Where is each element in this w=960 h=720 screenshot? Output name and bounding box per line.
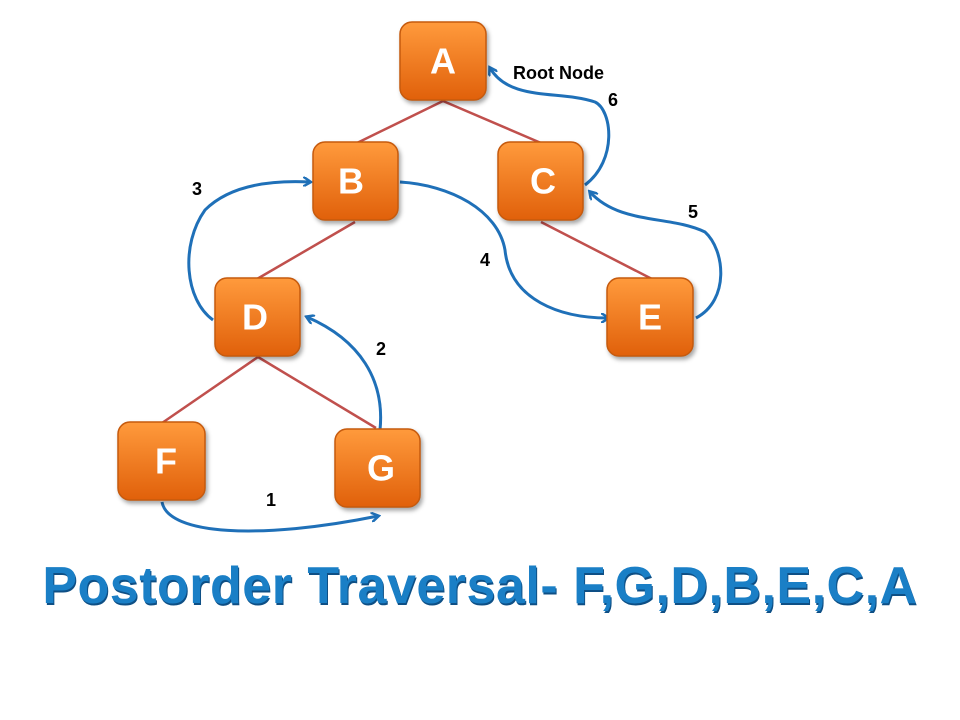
node-g-label: G — [367, 448, 395, 489]
node-a-label: A — [430, 41, 456, 82]
step-label-5: 5 — [688, 202, 698, 222]
step-label-6: 6 — [608, 90, 618, 110]
node-c: C — [497, 141, 584, 221]
arrow-step-2 — [307, 317, 383, 431]
edge-a-c — [442, 99, 542, 145]
edge-a-b — [356, 99, 444, 145]
arrow-step-6 — [490, 68, 611, 187]
node-e: E — [606, 277, 694, 357]
node-b-label: B — [338, 161, 364, 202]
node-e-label: E — [638, 297, 662, 338]
step-labels: 1 2 3 4 5 6 — [192, 90, 698, 510]
edge-b-d — [256, 220, 356, 281]
edge-d-f — [161, 355, 259, 425]
node-f: F — [117, 421, 206, 501]
tree-edges — [161, 99, 653, 430]
arrow-step-3 — [187, 182, 310, 322]
arrow-step-4 — [399, 180, 608, 318]
arrow-step-5 — [590, 192, 723, 320]
step-label-2: 2 — [376, 339, 386, 359]
step-label-1: 1 — [266, 490, 276, 510]
node-d: D — [214, 277, 301, 357]
edge-c-e — [540, 220, 653, 281]
node-a: A — [399, 21, 487, 101]
traversal-arrows — [160, 68, 723, 533]
node-b: B — [312, 141, 399, 221]
tree-nodes: A B C D E F G — [117, 21, 694, 508]
edge-d-g — [257, 355, 377, 430]
node-g: G — [334, 428, 421, 508]
step-label-3: 3 — [192, 179, 202, 199]
node-d-label: D — [242, 297, 268, 338]
node-f-label: F — [155, 441, 177, 482]
arrow-step-1 — [160, 501, 378, 533]
step-label-4: 4 — [480, 250, 490, 270]
diagram-title: Postorder Traversal- F,G,D,B,E,C,A — [42, 557, 918, 615]
node-c-label: C — [530, 161, 556, 202]
root-node-label: Root Node — [513, 63, 604, 83]
